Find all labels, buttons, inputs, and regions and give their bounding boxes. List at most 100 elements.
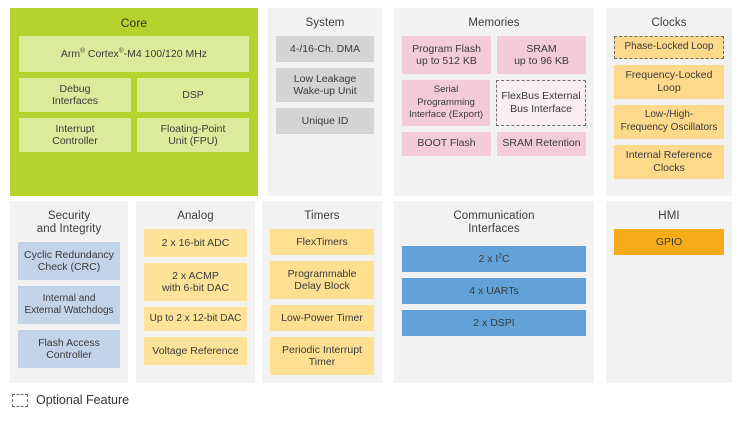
panel-hmi: HMI GPIO [606, 201, 732, 383]
panel-memories-title: Memories [468, 17, 520, 29]
optional-feature-swatch-icon [12, 393, 28, 407]
block-uarts[interactable]: 4 x UARTs [402, 278, 586, 304]
block-label: Voltage Reference [152, 344, 239, 357]
block-label: SRAM Retention [502, 137, 581, 150]
panel-timers-title: Timers [304, 210, 340, 222]
panel-system-title: System [305, 17, 345, 29]
legend: Optional Feature [12, 393, 129, 407]
block-label: 2 x 16-bit ADC [161, 236, 230, 249]
panel-core-title: Core [120, 16, 148, 30]
block-adc[interactable]: 2 x 16-bit ADC [144, 229, 247, 257]
block-label: GPIO [655, 235, 683, 248]
block-label: 2 x I2C [478, 252, 510, 265]
legend-label: Optional Feature [36, 393, 130, 407]
panel-communication-blocks: 2 x I2C 4 x UARTs 2 x DSPI [394, 242, 594, 336]
panel-clocks-title: Clocks [651, 17, 687, 29]
block-label: Low-/High-Frequency Oscillators [620, 109, 718, 133]
panel-clocks: Clocks Phase-Locked Loop Frequency-Locke… [606, 8, 732, 196]
block-label: FlexTimers [296, 235, 348, 248]
block-dma[interactable]: 4-/16-Ch. DMA [276, 36, 374, 62]
block-label: Phase-Locked Loop [624, 41, 714, 52]
block-label: Unique ID [301, 114, 349, 127]
block-label: Up to 2 x 12-bit DAC [149, 312, 242, 324]
block-low-high-frequency-oscillators[interactable]: Low-/High-Frequency Oscillators [614, 104, 724, 139]
block-boot-flash[interactable]: BOOT Flash [402, 131, 491, 156]
block-label: Low-Power Timer [281, 311, 363, 324]
panel-hmi-title: HMI [658, 210, 680, 222]
block-voltage-reference[interactable]: Voltage Reference [144, 337, 247, 365]
block-12-bit-dac[interactable]: Up to 2 x 12-bit DAC [144, 307, 247, 331]
block-label: Arm® Cortex®-M4 100/120 MHz [60, 47, 208, 60]
block-unique-id[interactable]: Unique ID [276, 108, 374, 134]
block-sram-retention[interactable]: SRAM Retention [497, 131, 586, 156]
block-i2c[interactable]: 2 x I2C [402, 246, 586, 272]
block-phase-locked-loop[interactable]: Phase-Locked Loop [614, 36, 724, 59]
block-dsp[interactable]: DSP [137, 78, 249, 112]
block-label: 4-/16-Ch. DMA [289, 42, 361, 55]
panel-hmi-blocks: GPIO [606, 229, 732, 255]
block-low-power-timer[interactable]: Low-Power Timer [270, 305, 374, 331]
block-arm-cortex-m4[interactable]: Arm® Cortex®-M4 100/120 MHz [19, 36, 249, 72]
block-label: DSP [182, 88, 204, 101]
block-flextimers[interactable]: FlexTimers [270, 229, 374, 255]
block-label: 4 x UARTs [469, 284, 519, 297]
panel-analog-title: Analog [177, 210, 214, 222]
block-gpio[interactable]: GPIO [614, 229, 724, 255]
block-label: 2 x DSPI [473, 316, 515, 329]
block-dspi[interactable]: 2 x DSPI [402, 310, 586, 336]
block-label: BOOT Flash [417, 137, 476, 150]
